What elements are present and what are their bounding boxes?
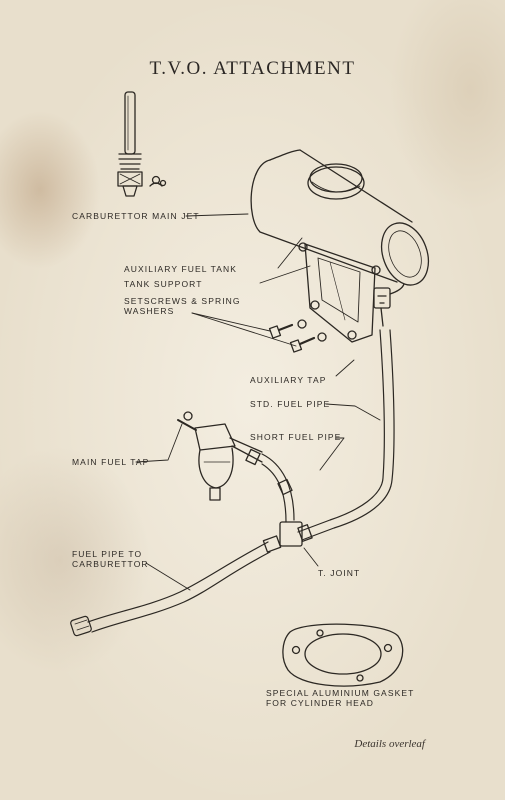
footer-note: Details overleaf	[354, 738, 425, 750]
label-main-fuel-tap: MAIN FUEL TAP	[72, 457, 150, 467]
fuel-pipe-to-carburettor-drawing	[70, 541, 271, 637]
t-joint-drawing	[262, 521, 313, 553]
main-jet-drawing	[117, 91, 167, 197]
label-short-fuel-pipe: SHORT FUEL PIPE	[250, 432, 342, 442]
auxiliary-fuel-tank-drawing	[250, 149, 430, 286]
label-auxiliary-fuel-tank: AUXILIARY FUEL TANK	[124, 264, 238, 274]
tank-support-drawing	[298, 242, 381, 343]
label-gasket-line1: SPECIAL ALUMINIUM GASKET	[266, 688, 415, 698]
label-carburettor-main-jet: CARBURETTOR MAIN JET	[72, 211, 200, 221]
label-fuel-pipe-line2: CARBURETTOR	[72, 559, 149, 569]
auxiliary-tap-drawing	[373, 283, 405, 327]
label-gasket-line2: FOR CYLINDER HEAD	[266, 698, 374, 708]
gasket-drawing	[282, 623, 404, 687]
page-title: T.V.O. ATTACHMENT	[149, 58, 356, 79]
label-tank-support: TANK SUPPORT	[124, 279, 203, 289]
main-fuel-tap-drawing	[177, 411, 263, 501]
label-setscrews-line2: WASHERS	[124, 306, 175, 316]
label-auxiliary-tap: AUXILIARY TAP	[250, 375, 327, 385]
short-fuel-pipe-drawing	[261, 453, 295, 523]
setscrews-drawing	[268, 319, 327, 353]
label-t-joint: T. JOINT	[318, 568, 361, 578]
label-fuel-pipe-line1: FUEL PIPE TO	[72, 549, 143, 559]
label-std-fuel-pipe: STD. FUEL PIPE	[250, 399, 331, 409]
leader-lines	[135, 213, 381, 591]
label-setscrews-line1: SETSCREWS & SPRING	[124, 296, 241, 306]
std-fuel-pipe-drawing	[297, 329, 395, 541]
